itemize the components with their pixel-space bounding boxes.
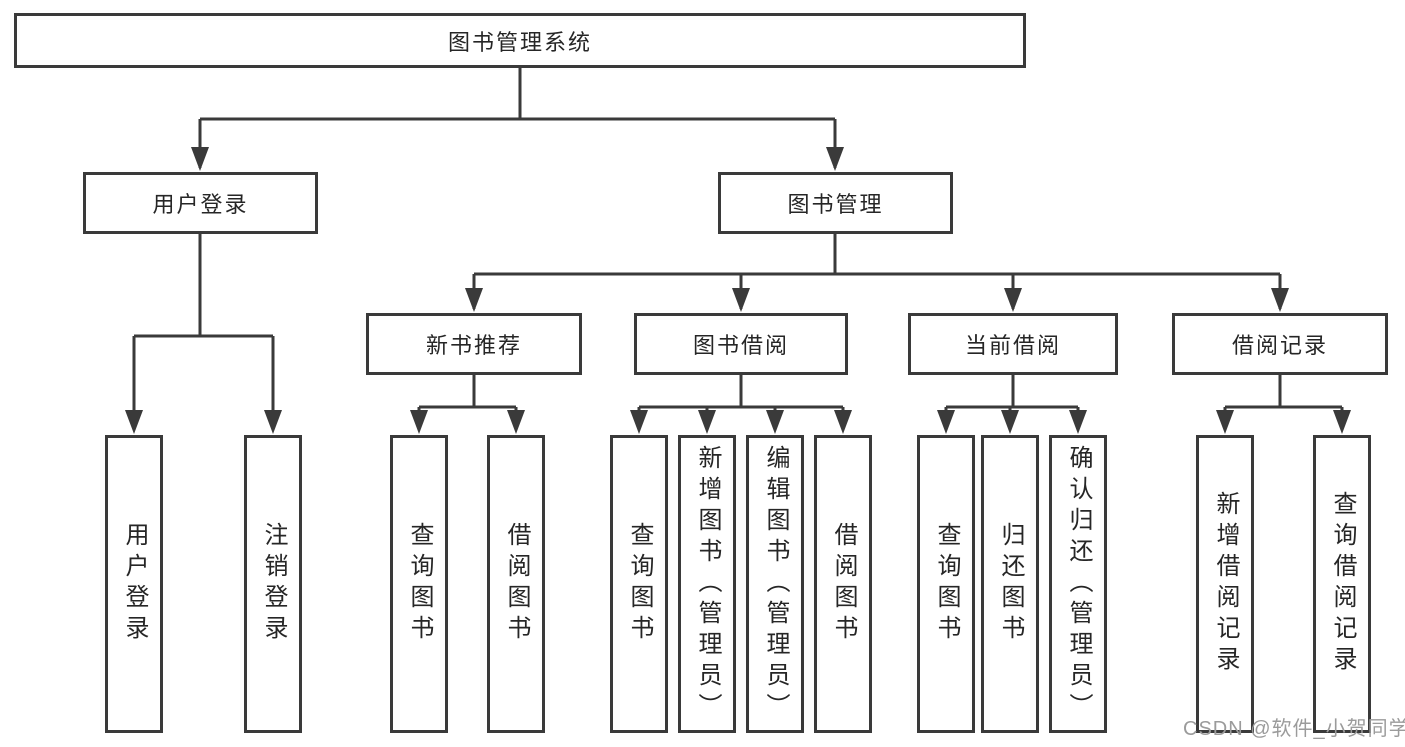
- connector-user-login-to-leaves: [125, 234, 282, 434]
- leaf-user-login: 用户登录: [105, 435, 163, 733]
- csdn-watermark: CSDN @软件_小贺同学: [1183, 718, 1405, 740]
- arrow-down-icon: [937, 410, 955, 434]
- node-borrowing-records: 借阅记录: [1172, 313, 1388, 375]
- arrow-down-icon: [1216, 410, 1234, 434]
- arrow-down-icon: [1001, 410, 1019, 434]
- leaf-query-books-recommend: 查询图书: [390, 435, 448, 733]
- arrow-down-icon: [698, 410, 716, 434]
- arrow-down-icon: [1069, 410, 1087, 434]
- connector-current-borrowing-to-leaves: [937, 375, 1087, 434]
- arrow-down-icon: [1333, 410, 1351, 434]
- leaf-confirm-return-admin: 确认归还（管理员）: [1049, 435, 1107, 733]
- arrow-down-icon: [465, 288, 483, 312]
- node-current-borrowing: 当前借阅: [908, 313, 1118, 375]
- arrow-down-icon: [732, 288, 750, 312]
- arrow-down-icon: [1271, 288, 1289, 312]
- arrow-down-icon: [191, 147, 209, 171]
- leaf-add-borrow-record: 新增借阅记录: [1196, 435, 1254, 733]
- arrow-down-icon: [125, 410, 143, 434]
- leaf-query-books-borrowing: 查询图书: [610, 435, 668, 733]
- arrow-down-icon: [834, 410, 852, 434]
- node-user-login: 用户登录: [83, 172, 318, 234]
- arrow-down-icon: [507, 410, 525, 434]
- leaf-edit-book-admin: 编辑图书（管理员）: [746, 435, 804, 733]
- connector-root-to-branches: [191, 68, 844, 171]
- leaf-logout: 注销登录: [244, 435, 302, 733]
- connector-new-book-recommend-to-leaves: [410, 375, 525, 434]
- leaf-borrow-books-recommend: 借阅图书: [487, 435, 545, 733]
- node-new-book-recommend: 新书推荐: [366, 313, 582, 375]
- node-library-management-system: 图书管理系统: [14, 13, 1026, 68]
- arrow-down-icon: [826, 147, 844, 171]
- arrow-down-icon: [410, 410, 428, 434]
- connector-book-borrowing-to-leaves: [630, 375, 852, 434]
- node-book-management: 图书管理: [718, 172, 953, 234]
- arrow-down-icon: [1004, 288, 1022, 312]
- leaf-return-books: 归还图书: [981, 435, 1039, 733]
- leaf-add-book-admin: 新增图书（管理员）: [678, 435, 736, 733]
- arrow-down-icon: [264, 410, 282, 434]
- leaf-query-books-current: 查询图书: [917, 435, 975, 733]
- node-book-borrowing: 图书借阅: [634, 313, 848, 375]
- connector-book-management-to-sections: [465, 234, 1289, 312]
- connector-borrowing-records-to-leaves: [1216, 375, 1351, 434]
- leaf-query-borrow-record: 查询借阅记录: [1313, 435, 1371, 733]
- arrow-down-icon: [630, 410, 648, 434]
- arrow-down-icon: [766, 410, 784, 434]
- leaf-borrow-books-borrowing: 借阅图书: [814, 435, 872, 733]
